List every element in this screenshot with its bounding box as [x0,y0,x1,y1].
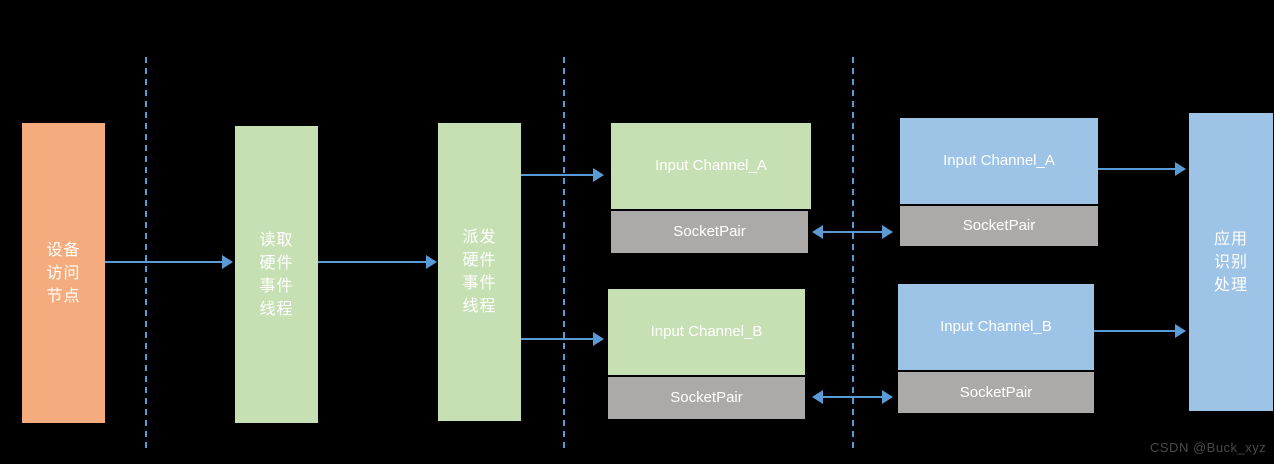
arrow-dispatch-to-channel-b [521,332,604,346]
arrow-socketpair-b-bidirectional [812,390,893,404]
node-label: SocketPair [670,389,743,406]
watermark-text: CSDN @Buck_xyz [1150,440,1267,455]
dashed-separator-2 [563,57,565,450]
node-label-line: 线程 [259,300,294,318]
node-label-line: 读取 [259,231,294,249]
node-label: Input Channel_A [655,157,767,174]
node-label: Input Channel_B [650,323,763,340]
node-label: SocketPair [959,383,1033,401]
node-label: Input Channel_B [940,318,1052,335]
node-label: SocketPair [673,223,746,240]
node-label-line: 事件 [259,277,294,295]
node-app-recognition-processing: 应用 识别 处理 [1189,113,1273,411]
node-label-line: 线程 [462,298,497,315]
node-label-line: 应用 [1213,230,1248,248]
node-label-line: 节点 [46,287,81,305]
node-device-access: 设备 访问 节点 [22,123,105,423]
arrow-channel-b-to-app [1094,324,1186,338]
arrow-socketpair-a-bidirectional [812,225,893,239]
arrow-device-to-read [105,255,233,269]
node-input-channel-a-right: Input Channel_A [900,118,1098,204]
arrow-channel-a-to-app [1098,162,1186,176]
node-input-channel-a-left: Input Channel_A [611,123,811,209]
node-label: SocketPair [962,217,1036,234]
node-socketpair-a-right: SocketPair [900,206,1098,246]
node-label-line: 硬件 [462,252,497,269]
node-label-line: 识别 [1213,253,1248,271]
node-label-line: 事件 [462,275,497,292]
node-socketpair-b-right: SocketPair [898,372,1094,413]
dashed-separator-1 [145,57,147,450]
node-label-line: 派发 [462,229,497,246]
node-socketpair-b-left: SocketPair [608,377,805,419]
node-read-hw-event-thread: 读取 硬件 事件 线程 [235,126,318,423]
arrow-dispatch-to-channel-a [521,168,604,182]
node-label-line: 设备 [46,241,81,259]
node-input-channel-b-left: Input Channel_B [608,289,805,375]
arrow-read-to-dispatch [318,255,437,269]
node-label-line: 访问 [46,264,81,282]
node-dispatch-hw-event-thread: 派发 硬件 事件 线程 [438,123,521,421]
node-label-line: 硬件 [259,254,294,272]
node-socketpair-a-left: SocketPair [611,211,808,253]
node-label: Input Channel_A [943,152,1055,169]
dashed-separator-3 [852,57,854,450]
node-label-line: 处理 [1213,276,1248,294]
node-input-channel-b-right: Input Channel_B [898,284,1094,370]
